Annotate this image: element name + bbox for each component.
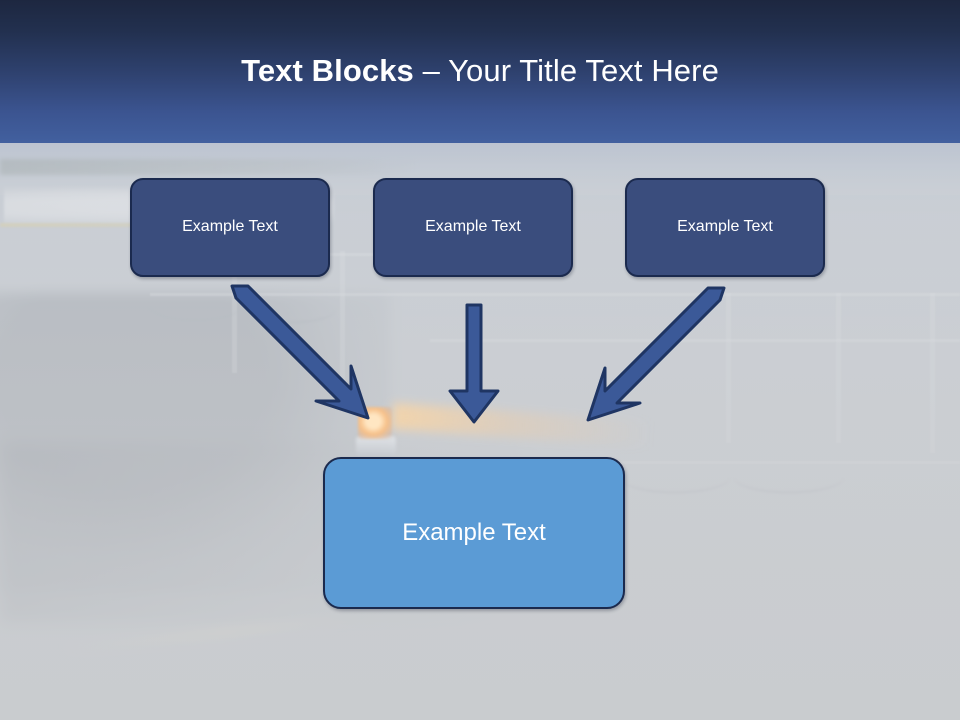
text-block-1[interactable]: Example Text [130, 178, 330, 277]
page-title: Text Blocks – Your Title Text Here [0, 52, 960, 90]
photo-lamp-base [356, 436, 396, 456]
text-block-2-label: Example Text [425, 217, 521, 235]
text-block-3-label: Example Text [677, 217, 773, 235]
text-block-3[interactable]: Example Text [625, 178, 825, 277]
text-block-1-label: Example Text [182, 217, 278, 235]
page-title-bold: Text Blocks [241, 53, 414, 88]
page-title-rest: – Your Title Text Here [413, 53, 719, 88]
result-text-block-label: Example Text [402, 519, 546, 546]
title-band: Text Blocks – Your Title Text Here [0, 0, 960, 143]
text-block-2[interactable]: Example Text [373, 178, 573, 277]
arrow-left-diagonal [222, 282, 372, 432]
result-text-block[interactable]: Example Text [323, 457, 625, 609]
arrow-right-diagonal [584, 284, 734, 434]
arrow-middle-vertical [447, 303, 501, 425]
